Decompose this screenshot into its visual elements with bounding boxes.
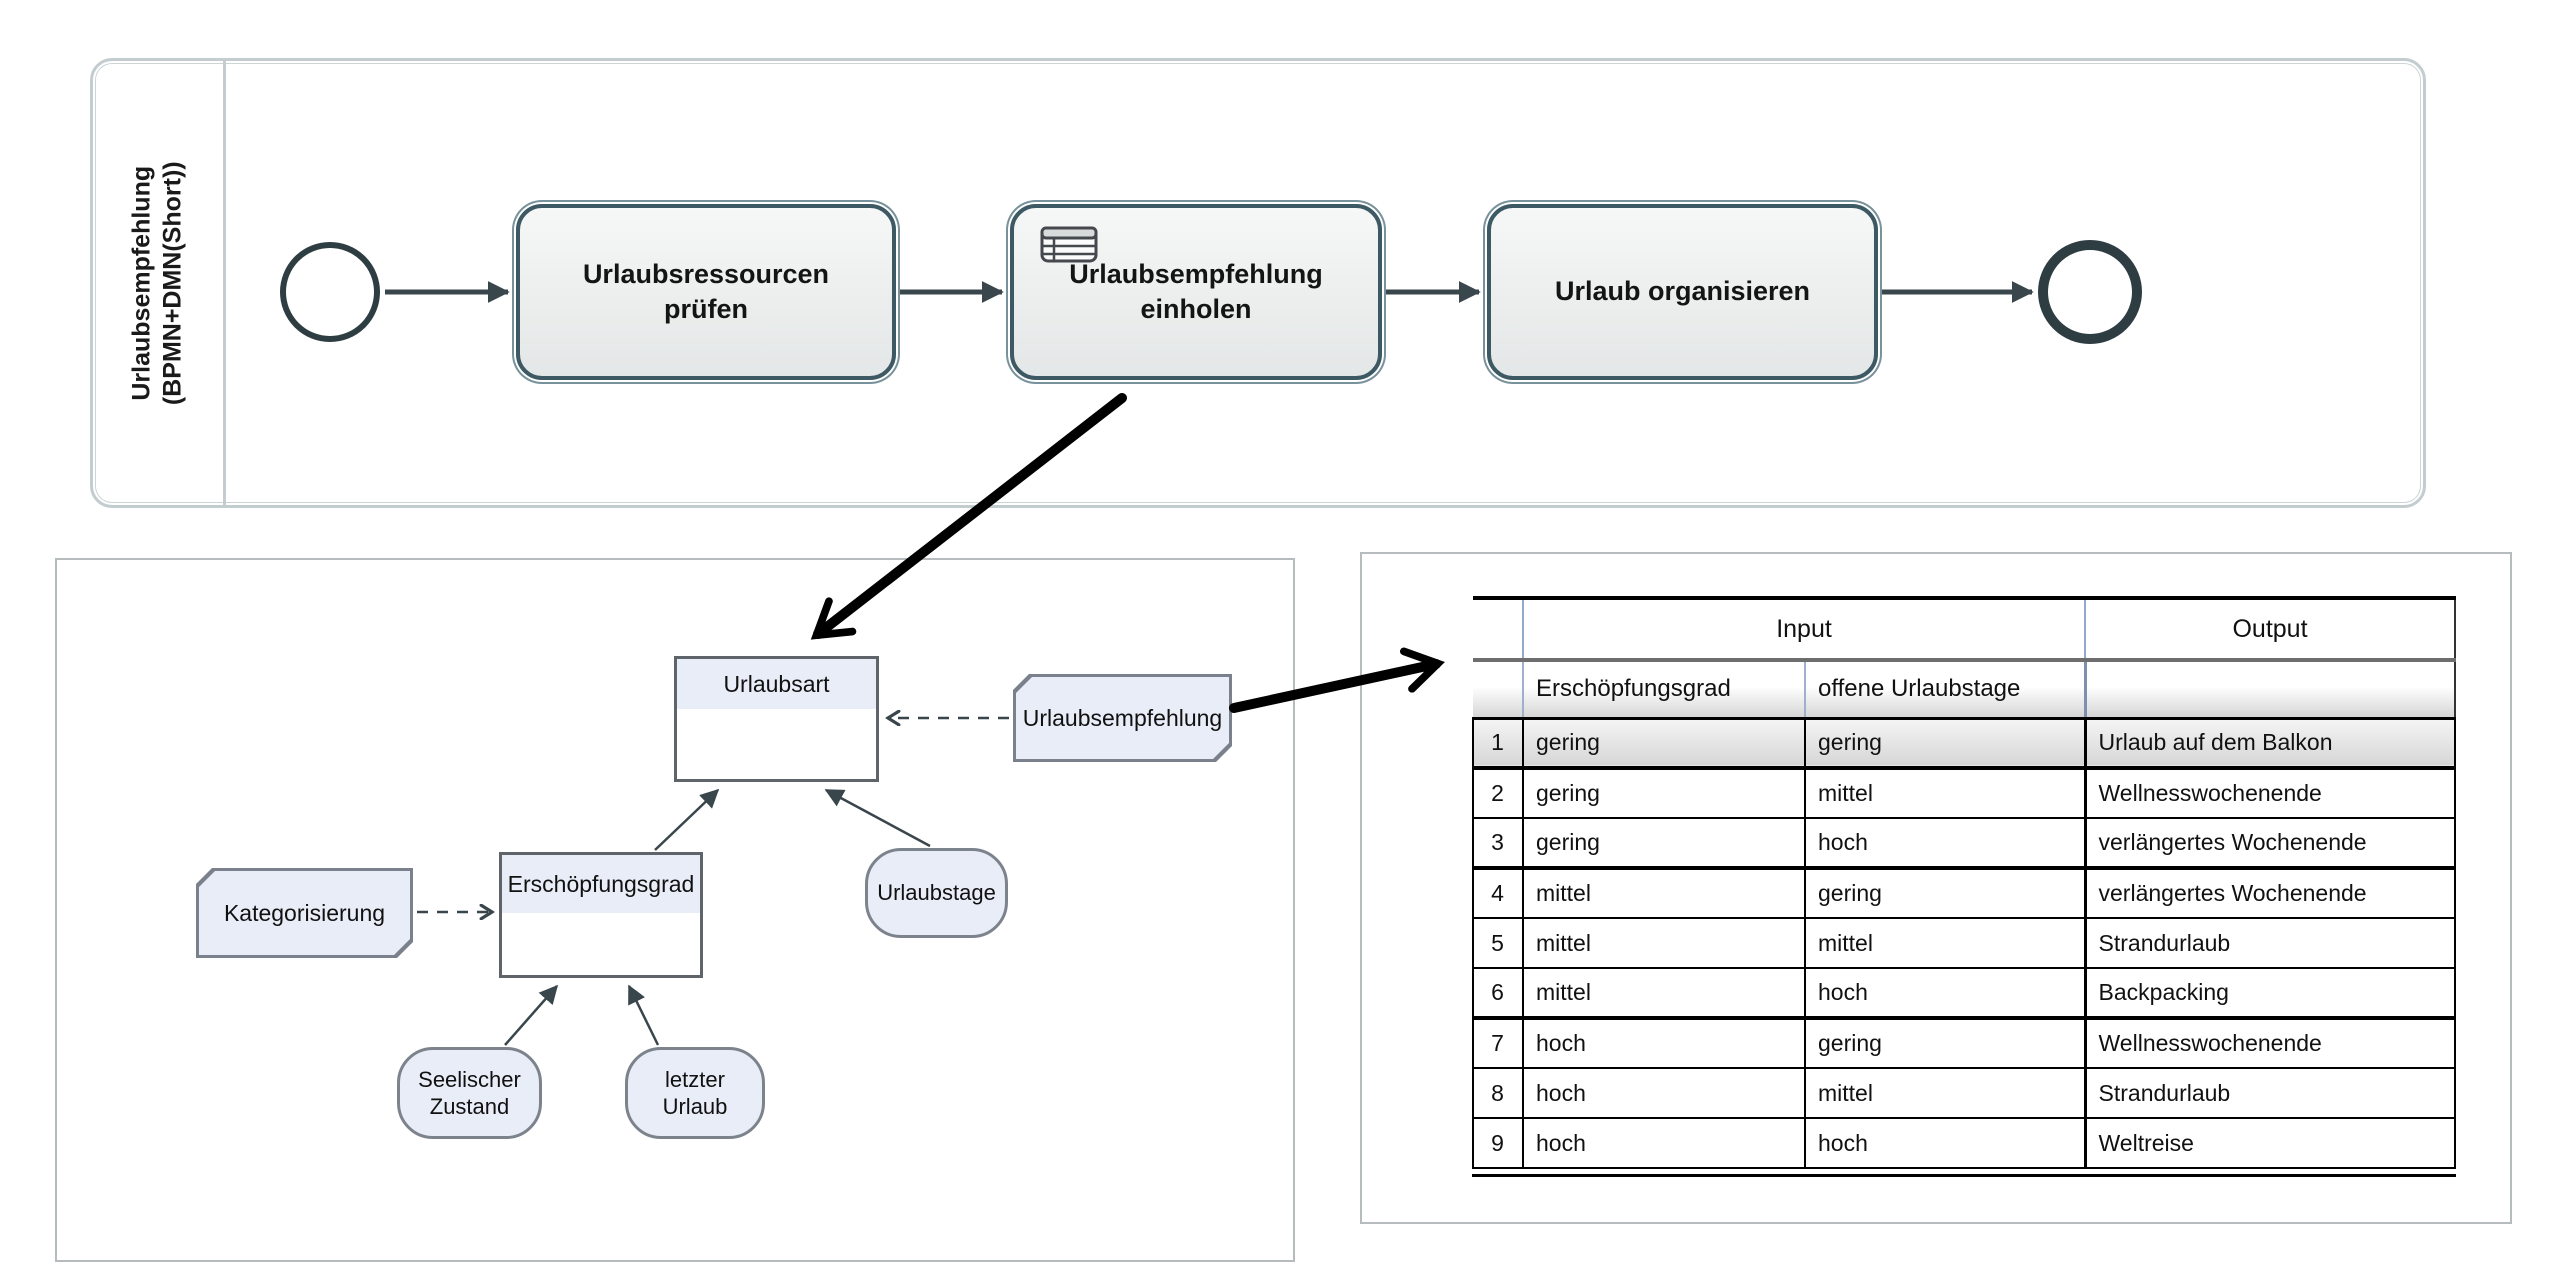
row-number: 4 (1472, 867, 1524, 919)
decision-label: Erschöpfungsgrad (502, 855, 700, 913)
business-rule-table-icon (1040, 226, 1098, 263)
pool-label: Urlaubsempfehlung (BPMN+DMN(Short)) (127, 161, 190, 405)
cell-offene-urlaubstage: gering (1803, 717, 2087, 770)
cell-offene-urlaubstage: hoch (1803, 817, 2087, 870)
input-data-seelischer-zustand[interactable]: Seelischer Zustand (397, 1047, 542, 1139)
end-event[interactable] (2038, 240, 2142, 344)
decision-table-row: 3 gering hoch verlängertes Wochenende (1472, 817, 2457, 870)
knowledge-model-label: Urlaubsempfehlung (1016, 677, 1229, 759)
column-header-offene-urlaubstage: offene Urlaubstage (1803, 660, 2086, 720)
table-corner-cell-2 (1473, 660, 1523, 720)
cell-offene-urlaubstage: mittel (1803, 1067, 2087, 1119)
decision-table: Input Output Erschöpfungsgrad offene Url… (1472, 596, 2457, 1177)
cell-output: Backpacking (2083, 967, 2457, 1020)
task-label: Urlaubsressourcen prüfen (582, 258, 830, 324)
row-number: 7 (1472, 1017, 1524, 1069)
column-header-erschoepfungsgrad: Erschöpfungsgrad (1522, 660, 1805, 720)
decision-table-row: 6 mittel hoch Backpacking (1472, 967, 2457, 1020)
task-urlaubsempfehlung-einholen[interactable]: Urlaubsempfehlung einholen (1010, 204, 1382, 380)
row-number: 3 (1472, 817, 1524, 870)
task-urlaub-organisieren[interactable]: Urlaub organisieren (1487, 204, 1878, 380)
cell-erschoepfungsgrad: hoch (1522, 1117, 1806, 1169)
row-number: 2 (1472, 767, 1524, 819)
input-data-letzter-urlaub[interactable]: letzter Urlaub (625, 1047, 765, 1139)
task-label: Urlaub organisieren (1554, 276, 1811, 307)
pool-lane-label-cell: Urlaubsempfehlung (BPMN+DMN(Short)) (93, 61, 226, 505)
decision-table-row: 9 hoch hoch Weltreise (1472, 1117, 2457, 1169)
cell-erschoepfungsgrad: gering (1522, 817, 1806, 870)
cell-offene-urlaubstage: gering (1803, 867, 2087, 919)
decision-table-row: 1 gering gering Urlaub auf dem Balkon (1472, 717, 2457, 770)
pool-label-line1: Urlaubsempfehlung (127, 165, 156, 401)
cell-output: Urlaub auf dem Balkon (2083, 717, 2457, 770)
cell-output: Wellnesswochenende (2083, 767, 2457, 819)
knowledge-model-urlaubsempfehlung[interactable]: Urlaubsempfehlung (1013, 674, 1232, 762)
cell-offene-urlaubstage: mittel (1803, 767, 2087, 819)
task-label: Urlaubsempfehlung einholen (1069, 258, 1323, 324)
start-event[interactable] (280, 242, 380, 342)
cell-erschoepfungsgrad: gering (1522, 717, 1806, 770)
decision-table-row: 5 mittel mittel Strandurlaub (1472, 917, 2457, 969)
cell-erschoepfungsgrad: mittel (1522, 867, 1806, 919)
cell-erschoepfungsgrad: hoch (1522, 1067, 1806, 1119)
column-header-output (2083, 660, 2457, 720)
output-group-header: Output (2084, 596, 2457, 662)
cell-output: Strandurlaub (2083, 1067, 2457, 1119)
row-number: 6 (1472, 967, 1524, 1020)
decision-urlaubsart[interactable]: Urlaubsart (674, 656, 879, 782)
knowledge-model-kategorisierung[interactable]: Kategorisierung (196, 868, 413, 958)
cell-offene-urlaubstage: hoch (1803, 967, 2087, 1020)
decision-table-row: 4 mittel gering verlängertes Wochenende (1472, 867, 2457, 919)
row-number: 5 (1472, 917, 1524, 969)
table-column-header-row: Erschöpfungsgrad offene Urlaubstage (1473, 660, 2457, 720)
input-data-label: Seelischer Zustand (418, 1066, 521, 1120)
row-number: 1 (1472, 717, 1524, 770)
input-group-header: Input (1521, 596, 2086, 662)
cell-erschoepfungsgrad: mittel (1522, 917, 1806, 969)
cell-output: Strandurlaub (2083, 917, 2457, 969)
row-number: 8 (1472, 1067, 1524, 1119)
cell-output: Weltreise (2083, 1117, 2457, 1169)
pool-label-line2: (BPMN+DMN(Short)) (159, 161, 187, 405)
decision-table-row: 7 hoch gering Wellnesswochenende (1472, 1017, 2457, 1069)
row-number: 9 (1472, 1117, 1524, 1169)
task-urlaubsressourcen-pruefen[interactable]: Urlaubsressourcen prüfen (516, 204, 896, 380)
decision-erschoepfungsgrad[interactable]: Erschöpfungsgrad (499, 852, 703, 978)
cell-offene-urlaubstage: mittel (1803, 917, 2087, 969)
input-data-label: Urlaubstage (877, 880, 996, 906)
decision-table-panel: Input Output Erschöpfungsgrad offene Url… (1360, 552, 2512, 1224)
table-corner-cell (1473, 596, 1523, 662)
knowledge-model-label: Kategorisierung (199, 871, 410, 955)
cell-offene-urlaubstage: gering (1803, 1017, 2087, 1069)
input-data-label: letzter Urlaub (662, 1066, 728, 1120)
decision-table-row: 2 gering mittel Wellnesswochenende (1472, 767, 2457, 819)
table-group-header-row: Input Output (1473, 596, 2457, 662)
cell-output: verlängertes Wochenende (2083, 867, 2457, 919)
cell-erschoepfungsgrad: hoch (1522, 1017, 1806, 1069)
cell-output: verlängertes Wochenende (2083, 817, 2457, 870)
decision-label: Urlaubsart (677, 659, 876, 709)
input-data-urlaubstage[interactable]: Urlaubstage (865, 848, 1008, 938)
cell-offene-urlaubstage: hoch (1803, 1117, 2087, 1169)
cell-output: Wellnesswochenende (2083, 1017, 2457, 1069)
cell-erschoepfungsgrad: gering (1522, 767, 1806, 819)
cell-erschoepfungsgrad: mittel (1522, 967, 1806, 1020)
decision-table-row: 8 hoch mittel Strandurlaub (1472, 1067, 2457, 1119)
